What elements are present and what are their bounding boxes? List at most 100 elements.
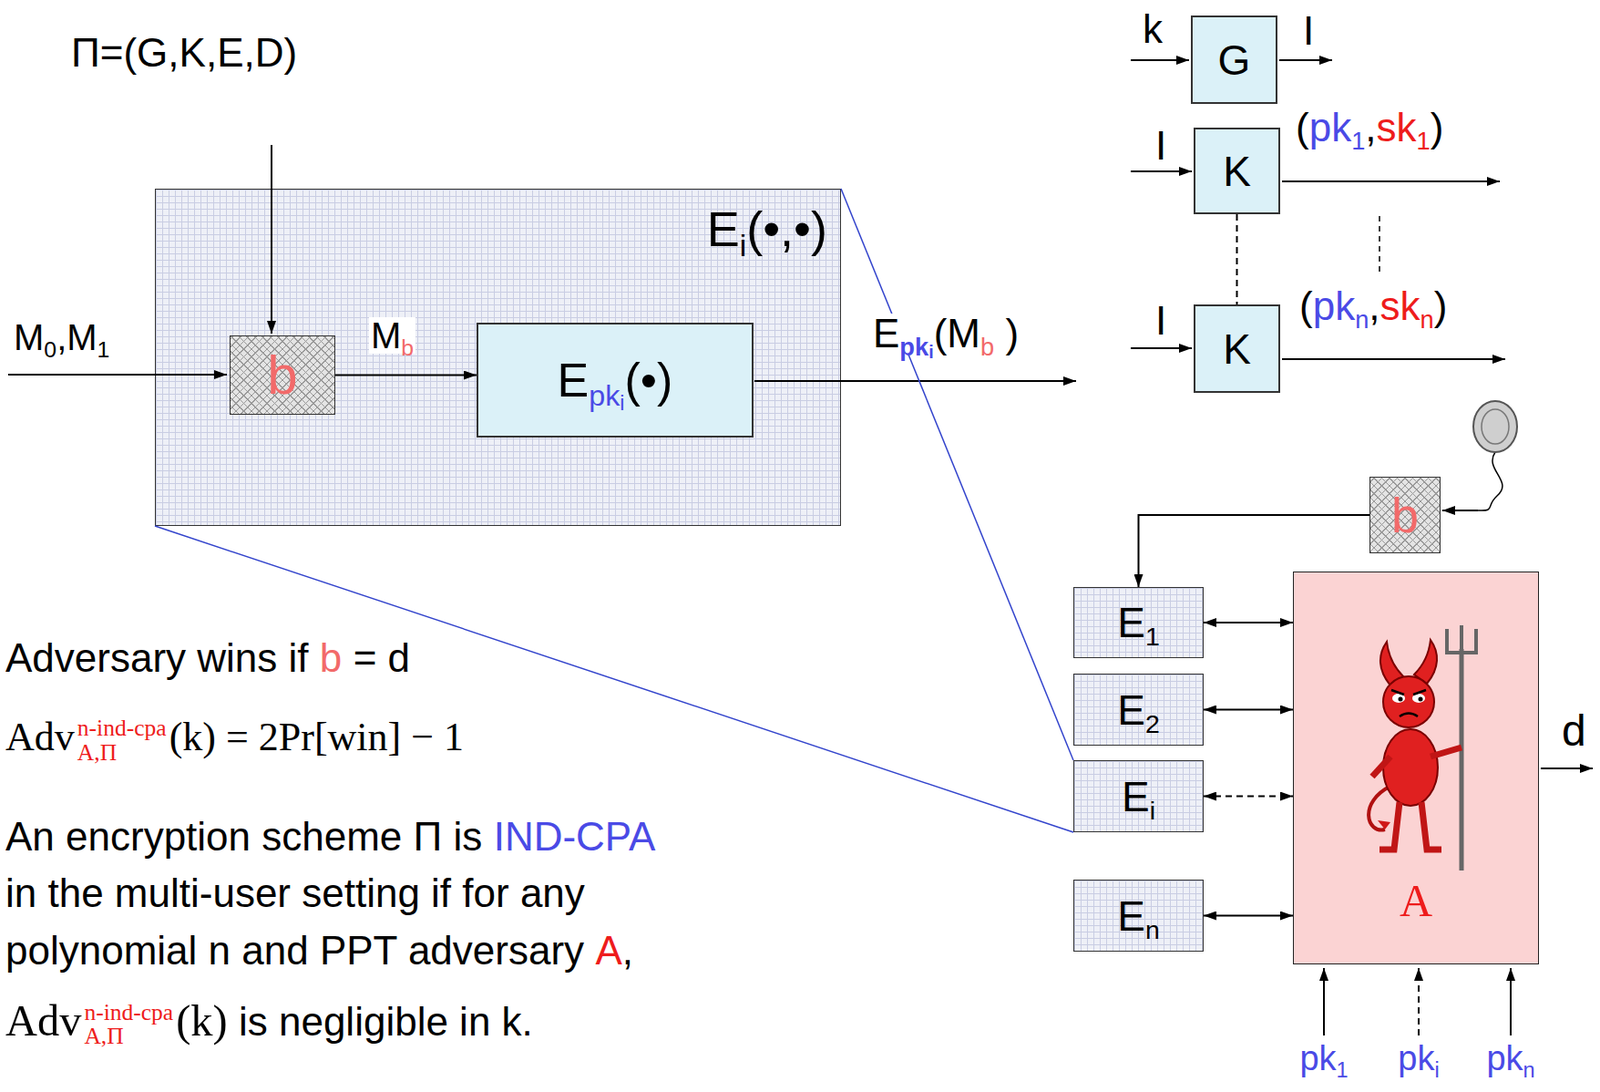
input-wire [1509,967,1512,1036]
script-stack: n-ind-cpaA,Π [77,716,167,766]
text-part: 1 [1336,1057,1349,1082]
text-part: = d [353,635,411,680]
text-part: IND-CPA [493,813,657,859]
coin-wire [1442,509,1478,512]
text-part: pk [899,332,929,361]
text-label: k [1140,9,1165,50]
text-label: polynomial n and PPT adversaryA, [3,930,636,971]
input-wire [1130,347,1192,349]
text-part: Π=(G,K,E,D) [71,30,298,75]
text-label: d [1559,708,1589,753]
text-part: E [707,201,740,257]
text-part: K [1222,325,1252,373]
text-part: pk [1299,1038,1336,1077]
oracle-box: Ei(•,•)bEpki(•) [154,188,842,526]
node-text: Ei [1121,775,1156,818]
text-part: A [1399,874,1433,926]
text-part: i [619,390,625,415]
input-wire [1323,967,1325,1036]
text-part: i [1149,795,1156,825]
text-part: Adv [5,714,75,759]
text-part: pk [1486,1038,1523,1077]
text-part: b [266,344,298,406]
text-part: (k) = 2Pr[win] − 1 [169,714,464,759]
text-part: ( [1295,104,1310,150]
coin-string [1477,451,1503,511]
text-label: I [1301,10,1316,52]
text-part: (•) [625,353,674,407]
text-part: G [1218,36,1252,84]
text-part: I [1155,123,1167,168]
coin-icon [1481,409,1509,444]
text-part: K [1222,147,1252,195]
output-wire [1540,767,1593,770]
input-wire [1130,59,1190,62]
node-text: b [266,348,298,403]
text-part: is negligible in k. [238,998,534,1044]
text-part: (•,•) [746,201,828,257]
text-part: pk [1312,283,1355,329]
text-part: n [1523,1057,1536,1082]
text-label: (pkn,skn) [1297,286,1449,327]
text-label: Π=(G,K,E,D) [69,32,299,73]
input-wire [1417,967,1420,1036]
text-part: E [1117,892,1146,940]
bit-box: b [229,335,336,415]
text-part: i [1434,1057,1439,1082]
oracle-box: E2 [1073,673,1204,746]
text-part: ) [1430,104,1445,150]
text-label: in the multi-user setting if for any [3,872,587,913]
node-text: K [1222,150,1252,193]
text-part: An encryption scheme Π is [5,813,483,859]
text-part: ) [1434,283,1448,329]
text-part: E [872,310,900,356]
text-part: Adversary wins if [5,635,309,680]
text-part: k [1142,6,1163,52]
text-part: b [319,635,342,680]
adversary-box: A [1292,571,1539,965]
text-part: (k) [175,995,227,1045]
ellipsis-line [1378,215,1381,276]
oracle-box: E1 [1073,586,1204,658]
text-part: , [1364,104,1376,150]
text-label: I [1153,125,1169,166]
connector [1203,621,1293,624]
output-wire [1282,180,1500,183]
node-text: K [1222,328,1252,370]
text-label: Epki(Mb) [871,313,1021,354]
node-text: En [1117,894,1160,937]
node-text: b [1391,490,1419,540]
text-label: (pk1,sk1) [1293,107,1446,148]
text-part: I [1302,8,1314,53]
text-label: pk1 [1297,1040,1350,1076]
text-part: sk [1380,283,1421,329]
text-part: i [928,341,934,362]
text-part: , [622,927,634,973]
text-part: n [1145,914,1160,944]
node-text: A [1399,877,1433,924]
text-part: pk [1309,104,1352,150]
text-label: Advn-ind-cpaA,Π(k) = 2Pr[win] − 1 [3,716,466,766]
text-label: pki [1395,1040,1441,1076]
text-part: d [1561,706,1587,755]
text-part: 0 [43,337,57,362]
node-text: E1 [1117,601,1160,644]
text-part: ,M [56,317,97,358]
text-label: I [1153,300,1169,341]
text-part: pk [588,379,620,412]
text-part: 1 [1145,621,1160,651]
text-label: Adversary wins ifb= d [3,637,412,678]
text-part: i [739,228,747,263]
node-text: E2 [1117,688,1160,731]
text-part: 1 [1416,126,1431,155]
keygen-box: K [1193,127,1281,215]
text-part: 1 [97,337,111,362]
text-label: Advn-ind-cpaA,Π(k)is negligible in k. [3,998,535,1049]
encrypt-box: Epki(•) [476,322,754,438]
zoom-line [154,525,1074,832]
text-part: ) [1005,310,1019,356]
connector [1203,795,1293,798]
text-part: n [1420,305,1435,334]
text-part: sk [1376,104,1417,150]
